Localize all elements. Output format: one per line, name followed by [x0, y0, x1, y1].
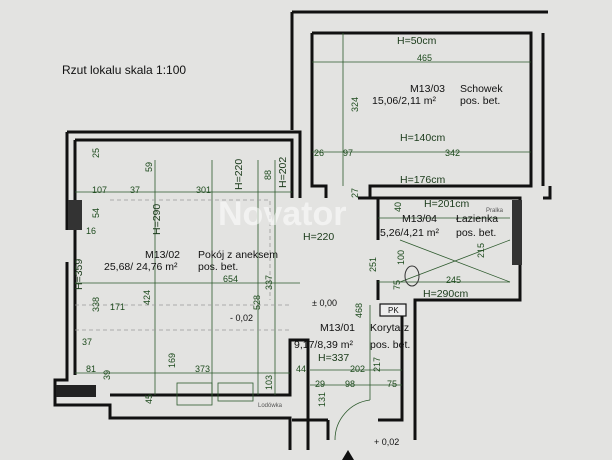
dimension-label: 29 — [315, 379, 325, 389]
room-floor-living: pos. bet. — [198, 261, 238, 273]
dimension-label: 131 — [317, 392, 327, 407]
dimension-label: 75 — [387, 379, 397, 389]
dimension-label: 75 — [392, 280, 402, 290]
dimension-label: 217 — [372, 357, 382, 372]
room-area-bath: 5,26/4,21 m² — [380, 227, 439, 239]
room-floor-hall: pos. bet. — [370, 339, 410, 351]
dimension-label: 251 — [368, 257, 378, 272]
dimension-label: 45 — [144, 394, 154, 404]
height-label: H=50cm — [397, 35, 437, 47]
walls — [53, 10, 552, 450]
dimension-label: 171 — [110, 302, 125, 312]
toilet-icon — [404, 265, 420, 287]
dimension-label: 97 — [343, 148, 353, 158]
height-label: H=220 — [303, 231, 334, 243]
dimension-label: 40 — [393, 202, 403, 212]
room-id-hall: M13/01 — [320, 322, 355, 334]
dimension-label: 88 — [263, 170, 273, 180]
plan-title: Rzut lokalu skala 1:100 — [62, 63, 186, 77]
dimension-label: 37 — [130, 185, 140, 195]
height-label: H=176cm — [400, 174, 445, 186]
fridge-label: Lodówka — [258, 403, 283, 409]
height-label: H=290cm — [423, 288, 468, 300]
room-area-storage: 15,06/2,11 m² — [372, 95, 437, 107]
room-name-storage: Schowek — [460, 83, 503, 95]
dimension-label: 468 — [354, 303, 364, 318]
dimension-label: 654 — [223, 274, 238, 284]
washer-label: Pralka — [486, 208, 504, 214]
height-label: H=359 — [73, 259, 85, 290]
dimension-lines — [75, 33, 531, 441]
dimension-label: 27 — [350, 188, 360, 198]
room-area-hall: 9,17/8,39 m² — [294, 339, 353, 351]
dimension-label: 26 — [314, 148, 324, 158]
room-area-living: 25,68/ 24,76 m² — [104, 261, 178, 273]
height-label: H=290 — [151, 204, 163, 235]
dimension-label: 16 — [86, 226, 96, 236]
dimension-label: 98 — [345, 379, 355, 389]
dimension-label: 373 — [195, 364, 210, 374]
radiator-hatch — [56, 385, 96, 397]
room-id-storage: M13/03 — [410, 83, 445, 95]
dimension-label: 301 — [196, 185, 211, 195]
dimension-label: 245 — [446, 275, 461, 285]
room-floor-storage: pos. bet. — [460, 95, 500, 107]
height-label: H=140cm — [400, 132, 445, 144]
dimension-label: 44 — [296, 364, 306, 374]
dimension-label: 424 — [142, 290, 152, 305]
height-label: H=220 — [233, 159, 245, 190]
dimension-label: 324 — [350, 97, 360, 112]
level-mark: + 0,02 — [374, 437, 399, 447]
dimension-label: 342 — [445, 148, 460, 158]
dimension-label: 37 — [82, 337, 92, 347]
dimension-label: 215 — [476, 243, 486, 258]
room-id-living: M13/02 — [145, 249, 180, 261]
wall-hatch — [512, 200, 522, 265]
north-arrow-icon — [342, 450, 354, 460]
pk-label: PK — [388, 306, 399, 315]
dimension-label: 25 — [91, 148, 101, 158]
dimension-label: 39 — [102, 370, 112, 380]
room-id-bath: M13/04 — [402, 213, 437, 225]
dimension-label: 54 — [91, 208, 101, 218]
height-label: H=202 — [277, 157, 289, 188]
room-floor-bath: pos. bet. — [456, 227, 496, 239]
height-label: H=201cm — [424, 198, 469, 210]
room-name-bath: Łazienka — [456, 213, 498, 225]
height-label: H=337 — [318, 352, 349, 364]
dimension-label: 100 — [396, 250, 406, 265]
dimension-label: 107 — [92, 185, 107, 195]
pk-box — [379, 303, 407, 317]
dimension-label: 528 — [252, 295, 262, 310]
dimension-label: 169 — [167, 353, 177, 368]
level-mark: ± 0,00 — [312, 298, 337, 308]
room-name-hall: Korytarz — [370, 322, 409, 334]
dimension-label: 465 — [417, 53, 432, 63]
room-name-living: Pokój z aneksem — [198, 249, 278, 261]
dimension-label: 59 — [144, 162, 154, 172]
watermark-logo: Novator — [218, 195, 346, 233]
vent-block — [68, 200, 82, 230]
dimension-label: 103 — [264, 375, 274, 390]
dimension-label: 338 — [91, 297, 101, 312]
dimension-label: 337 — [264, 275, 274, 290]
level-mark: - 0,02 — [230, 313, 253, 323]
dimension-label: 202 — [350, 364, 365, 374]
dimension-label: 81 — [86, 364, 96, 374]
